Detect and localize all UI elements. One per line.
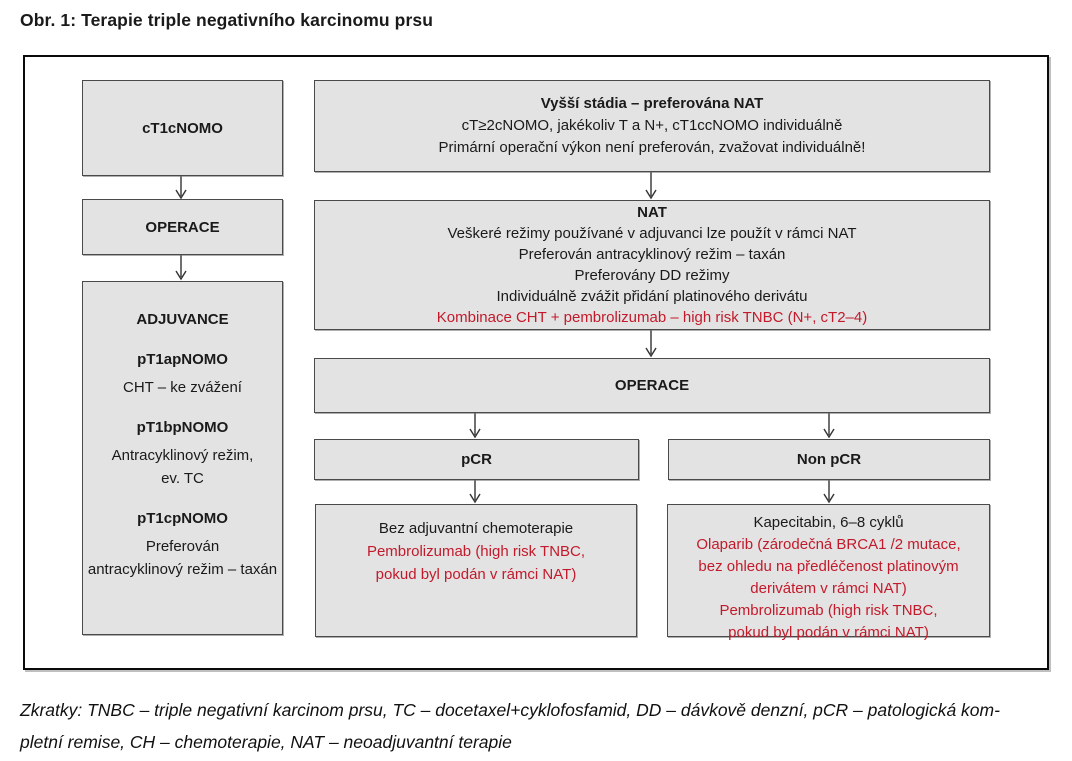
non-pcr-outcome-box: Kapecitabin, 6–8 cyklů Olaparib (zárodeč… [667, 504, 990, 641]
higher-stages-line: Primární operační výkon není preferován,… [438, 139, 866, 156]
arrow-stage-to-operace [175, 176, 187, 200]
flowchart-frame: cT1cNOMO OPERACE ADJUVANCE pT1apNOMO CHT… [23, 55, 1049, 670]
group-head: pT1apNOMO [137, 351, 228, 368]
higher-stages-box: Vyšší stádia – preferována NAT cT≥2cNOMO… [314, 80, 990, 172]
ct1cnomo-box: cT1cNOMO [82, 80, 283, 176]
nat-line: Individuálně zvážit přidání platinového … [496, 288, 808, 305]
arrow-nat-to-operace [645, 330, 657, 358]
legend-line: Zkratky: TNBC – triple negativní karcino… [20, 700, 1000, 720]
pcr-box: pCR [314, 439, 639, 480]
adjuvance-group-pt1c: pT1cpNOMO Preferován antracyklinový reži… [88, 507, 277, 581]
group-line: ev. TC [161, 470, 204, 487]
operace-left-box: OPERACE [82, 199, 283, 255]
outcome-red-line: Olaparib (zárodečná BRCA1 /2 mutace, [696, 536, 961, 553]
non-pcr-box: Non pCR [668, 439, 990, 480]
operace-left-label: OPERACE [145, 218, 220, 236]
nat-title: NAT [637, 204, 667, 221]
nat-line: Preferovány DD režimy [574, 267, 730, 284]
group-head: pT1bpNOMO [136, 419, 229, 436]
adjuvance-group-pt1a: pT1apNOMO CHT – ke zvážení [123, 348, 242, 399]
outcome-red-line: pokud byl podán v rámci NAT) [728, 624, 929, 641]
arrow-nonpcr-to-outcome [823, 480, 835, 504]
higher-stages-title: Vyšší stádia – preferována NAT [540, 95, 764, 112]
abbreviations-legend: Zkratky: TNBC – triple negativní karcino… [20, 694, 1055, 758]
non-pcr-label: Non pCR [796, 451, 862, 468]
outcome-line: Bez adjuvantní chemoterapie [378, 520, 574, 537]
outcome-red-line: Pembrolizumab (high risk TNBC, [719, 602, 938, 619]
nat-box: NAT Veškeré režimy používané v adjuvanci… [314, 200, 990, 330]
adjuvance-group-pt1b: pT1bpNOMO Antracyklinový režim, ev. TC [112, 416, 254, 490]
nat-red-line: Kombinace CHT + pembrolizumab – high ris… [436, 309, 868, 326]
group-head: pT1cpNOMO [137, 510, 228, 527]
arrow-operace-to-pcr [469, 413, 481, 439]
flow-arrows [175, 172, 835, 504]
operace-right-box: OPERACE [314, 358, 990, 413]
nat-line: Veškeré režimy používané v adjuvanci lze… [447, 225, 857, 242]
legend-line: pletní remise, CH – chemoterapie, NAT – … [20, 732, 512, 752]
group-line: antracyklinový režim – taxán [87, 561, 278, 578]
group-line: Preferován [145, 538, 220, 555]
arrow-operace-to-adjuvance [175, 255, 187, 281]
group-line: CHT – ke zvážení [123, 379, 242, 396]
outcome-red-line: pokud byl podán v rámci NAT) [375, 566, 577, 583]
outcome-line: Kapecitabin, 6–8 cyklů [753, 514, 904, 531]
adjuvance-box: ADJUVANCE pT1apNOMO CHT – ke zvážení pT1… [82, 281, 283, 635]
ct1cnomo-label: cT1cNOMO [142, 119, 223, 137]
pcr-outcome-box: Bez adjuvantní chemoterapie Pembrolizuma… [315, 504, 637, 637]
pcr-label: pCR [461, 451, 492, 468]
group-line: Antracyklinový režim, [111, 447, 254, 464]
outcome-red-line: derivátem v rámci NAT) [750, 580, 907, 597]
outcome-red-line: Pembrolizumab (high risk TNBC, [366, 543, 586, 560]
arrow-operace-to-nonpcr [823, 413, 835, 439]
outcome-red-line: bez ohledu na předléčenost platinovým [698, 558, 959, 575]
operace-right-label: OPERACE [614, 377, 690, 394]
arrow-higher-to-nat [645, 172, 657, 200]
nat-line: Preferován antracyklinový režim – taxán [518, 246, 786, 263]
higher-stages-line: cT≥2cNOMO, jakékoliv T a N+, cT1ccNOMO i… [461, 117, 843, 134]
adjuvance-title: ADJUVANCE [136, 311, 229, 328]
arrow-pcr-to-outcome [469, 480, 481, 504]
page-title: Obr. 1: Terapie triple negativního karci… [20, 10, 433, 30]
